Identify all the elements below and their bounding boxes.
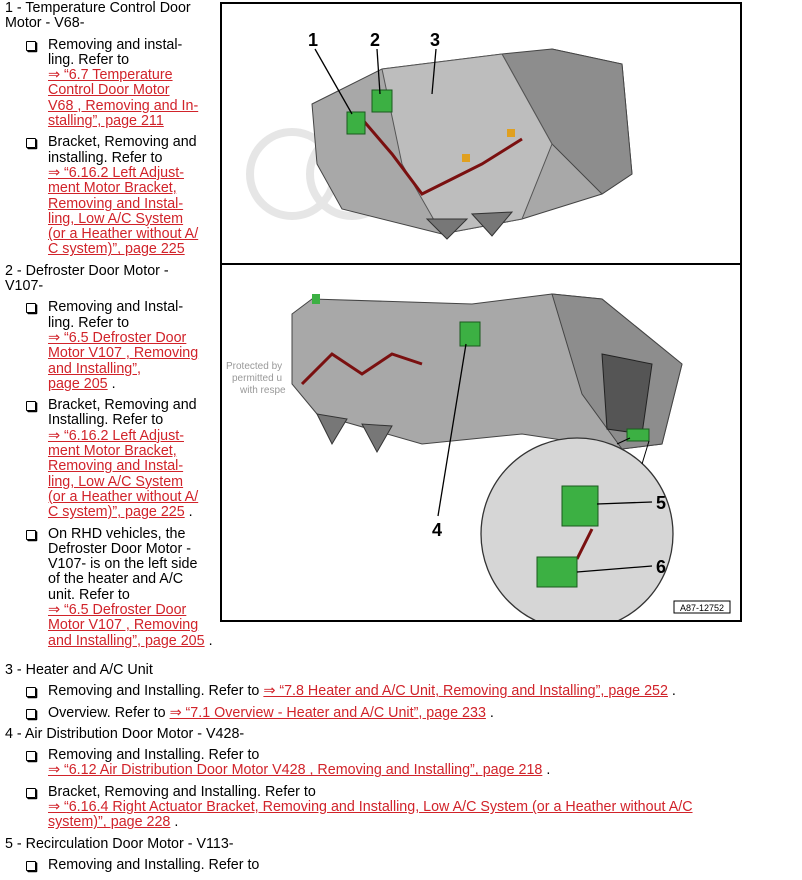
item-header: 2 - Defroster Door Motor - V107- [5, 262, 169, 295]
item-header: 1 - Temperature Control Door Motor - V68… [5, 0, 191, 32]
item-1: 1 - Temperature Control Door Motor - V68… [5, 0, 217, 258]
callout-6: 6 [656, 557, 666, 577]
item-text: Removing and Installing. Refer to [48, 683, 264, 700]
list-item: Removing and Installing. Refer to ⇒ “7.8… [5, 684, 795, 699]
reference-link[interactable]: ⇒ “6.16.2 Left Adjust- ment Motor Bracke… [48, 427, 199, 521]
item-text: Removing and Instal- ling. Refer to [48, 299, 184, 331]
list-item: Bracket, Removing and Installing. Refer … [5, 397, 217, 521]
item-4: 4 - Air Distribution Door Motor - V428- … [5, 725, 795, 831]
punct: . [485, 704, 494, 721]
item-5: 5 - Recirculation Door Motor - V113- Rem… [5, 835, 795, 874]
list-item: Removing and Instal- ling. Refer to ⇒ “6… [5, 300, 217, 392]
motor-2 [371, 89, 393, 113]
callout-1: 1 [308, 30, 318, 50]
reference-link[interactable]: ⇒ “7.1 Overview - Heater and A/C Unit”, … [169, 704, 486, 721]
heater-unit-top [311, 48, 633, 240]
punct: . [107, 375, 116, 392]
list-item: Removing and instal- ling. Refer to ⇒ “6… [5, 36, 217, 130]
reference-link[interactable]: ⇒ “7.8 Heater and A/C Unit, Removing and… [263, 683, 668, 700]
reference-link[interactable]: ⇒ “6.16.2 Left Adjust- ment Motor Bracke… [48, 164, 199, 258]
callout-5: 5 [656, 493, 666, 513]
list-item: On RHD vehicles, the Defroster Door Moto… [5, 525, 217, 649]
callout-2: 2 [370, 30, 380, 50]
heater-unit-bottom [291, 293, 683, 454]
item-text: Bracket, Removing and installing. Refer … [48, 134, 197, 166]
checkbox-bullet-icon [26, 860, 36, 871]
checkbox-bullet-icon [26, 40, 36, 51]
item-text: Bracket, Removing and Installing. Refer … [48, 783, 316, 800]
list-item: Removing and Installing. Refer to [5, 856, 795, 873]
item-header: 4 - Air Distribution Door Motor - V428- [5, 725, 245, 742]
item-text: Bracket, Removing and Installing. Refer … [48, 397, 197, 429]
svg-text:Protected by: Protected by [226, 361, 282, 372]
motor-4 [459, 321, 481, 347]
detail-circle [480, 437, 674, 620]
checkbox-bullet-icon [26, 751, 36, 762]
punct: . [204, 632, 213, 649]
checkbox-bullet-icon [26, 303, 36, 314]
list-item: Bracket, Removing and installing. Refer … [5, 135, 217, 257]
item-text: Removing and Installing. Refer to [48, 747, 260, 764]
checkbox-bullet-icon [26, 687, 36, 698]
item-header: 3 - Heater and A/C Unit [5, 662, 153, 678]
list-item: Removing and Installing. Refer to ⇒ “6.1… [5, 748, 795, 779]
left-column: 1 - Temperature Control Door Motor - V68… [5, 0, 217, 655]
checkbox-bullet-icon [26, 401, 36, 412]
bottom-section: 3 - Heater and A/C Unit Removing and Ins… [5, 662, 795, 879]
item-header: 5 - Recirculation Door Motor - V113- [5, 835, 234, 852]
item-text: Removing and instal- ling. Refer to [48, 36, 183, 68]
svg-text:permitted u: permitted u [232, 373, 282, 384]
callout-3: 3 [430, 30, 440, 50]
punct: . [184, 504, 193, 521]
reference-link[interactable]: ⇒ “6.5 Defroster Door Motor V107 , Remov… [48, 601, 205, 649]
reference-link[interactable]: ⇒ “6.12 Air Distribution Door Motor V428… [48, 762, 543, 779]
svg-text:with respe: with respe [239, 385, 286, 396]
motor-5 [561, 485, 599, 527]
motor-6 [536, 556, 578, 588]
item-text: On RHD vehicles, the Defroster Door Moto… [48, 525, 198, 603]
checkbox-bullet-icon [26, 138, 36, 149]
item-text: Removing and Installing. Refer to [48, 856, 260, 873]
item-2: 2 - Defroster Door Motor - V107- Removin… [5, 262, 217, 649]
callout-lines-top [314, 48, 437, 115]
callout-lines-bottom [437, 343, 653, 573]
list-item: Overview. Refer to ⇒ “7.1 Overview - Hea… [5, 704, 795, 721]
checkbox-bullet-icon [26, 787, 36, 798]
motor-1 [346, 111, 366, 135]
reference-link[interactable]: ⇒ “6.16.4 Right Actuator Bracket, Removi… [48, 799, 693, 831]
punct: . [667, 683, 676, 700]
watermark-text: Protected by permitted u with respe [226, 361, 286, 396]
punct: . [170, 814, 179, 831]
reference-link[interactable]: ⇒ “6.5 Defroster Door Motor V107 , Remov… [48, 329, 199, 392]
item-3: 3 - Heater and A/C Unit Removing and Ins… [5, 662, 795, 721]
component-illustration: 1 2 3 Protected by permitted u with resp… [220, 2, 742, 622]
callout-4: 4 [432, 520, 442, 540]
list-item: Bracket, Removing and Installing. Refer … [5, 783, 795, 831]
reference-link[interactable]: ⇒ “6.7 Temperature Control Door Motor V6… [48, 67, 199, 130]
checkbox-bullet-icon [26, 708, 36, 719]
item-text: Overview. Refer to [48, 704, 170, 721]
checkbox-bullet-icon [26, 529, 36, 540]
figure-id: A87-12752 [680, 603, 724, 613]
punct: . [542, 762, 551, 779]
figure-id-box [673, 600, 731, 614]
